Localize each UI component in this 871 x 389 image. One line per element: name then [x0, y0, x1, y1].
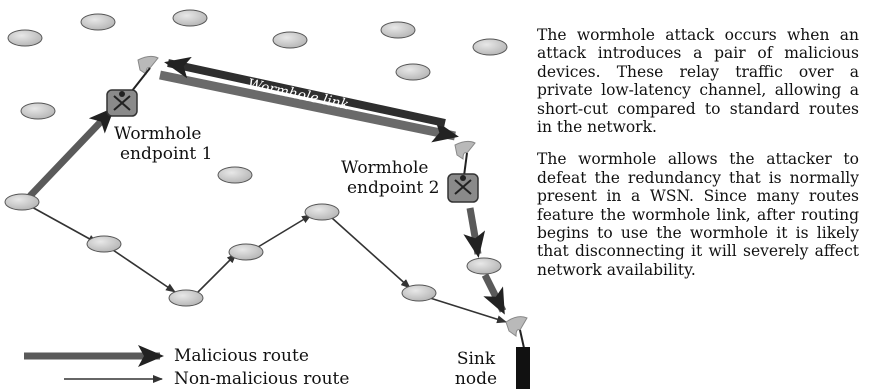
sink-label-line2: node	[454, 369, 498, 389]
endpoint2-label: Wormhole endpoint 2	[341, 158, 439, 198]
legend	[24, 345, 164, 383]
wormhole-endpoint-1	[106, 55, 159, 117]
malicious-route	[27, 107, 507, 315]
sensor-node	[217, 166, 253, 184]
wormhole-diagram: Wormhole link	[4, 9, 530, 389]
sensor-node	[304, 203, 340, 221]
wormhole-link	[159, 56, 459, 143]
sensor-node	[20, 102, 56, 120]
description-panel: The wormhole attack occurs when an attac…	[537, 26, 859, 293]
sensor-node	[272, 31, 308, 49]
endpoint1-label: Wormhole endpoint 1	[114, 124, 212, 164]
wormhole-endpoint-2	[447, 140, 479, 203]
sink-node	[505, 316, 530, 389]
sink-device-icon	[516, 347, 530, 389]
sensor-node	[172, 9, 208, 27]
sensor-node	[466, 257, 502, 275]
sensor-node	[472, 38, 508, 56]
description-paragraph-1: The wormhole attack occurs when an attac…	[537, 26, 859, 137]
sensor-node	[86, 235, 122, 253]
endpoint1-label-line2: endpoint 1	[120, 144, 213, 164]
endpoint2-label-line1: Wormhole	[341, 158, 429, 178]
sink-label: Sink node	[448, 349, 504, 389]
antenna-icon	[454, 140, 476, 160]
sensor-node	[4, 193, 40, 211]
endpoint2-label-line2: endpoint 2	[347, 178, 440, 198]
sensor-node	[228, 243, 264, 261]
sensor-node	[80, 13, 116, 31]
idle-nodes	[7, 9, 508, 184]
antenna-icon	[505, 316, 528, 337]
description-paragraph-2: The wormhole allows the attacker to defe…	[537, 150, 859, 279]
sensor-node	[401, 284, 437, 302]
sink-label-line1: Sink	[456, 349, 496, 369]
legend-nonmalicious-label: Non-malicious route	[174, 369, 350, 389]
sensor-node	[380, 21, 416, 39]
sensor-node	[395, 63, 431, 81]
endpoint1-label-line1: Wormhole	[114, 124, 202, 144]
legend-malicious-label: Malicious route	[174, 346, 309, 366]
sensor-node	[7, 29, 43, 47]
route-nodes	[4, 193, 502, 307]
sensor-node	[168, 289, 204, 307]
non-malicious-route	[29, 205, 507, 324]
